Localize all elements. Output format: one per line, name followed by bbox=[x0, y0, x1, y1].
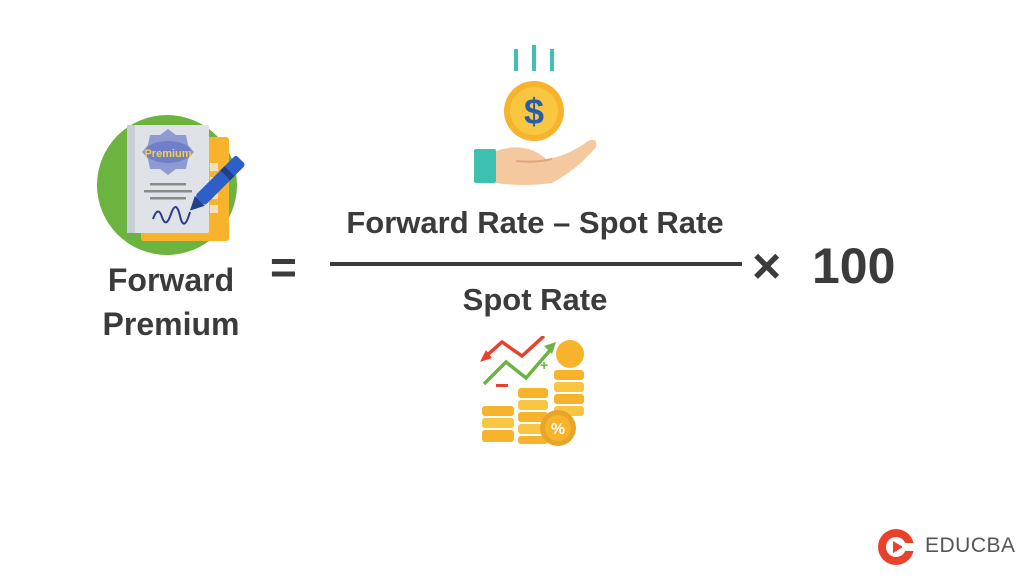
lhs-line2: Premium bbox=[102, 306, 240, 342]
numerator: Forward Rate – Spot Rate bbox=[346, 205, 724, 240]
coin-growth-icon: + % bbox=[480, 336, 584, 446]
premium-badge-text: Premium bbox=[144, 148, 191, 160]
hand-coin-icon: $ bbox=[474, 45, 597, 185]
fraction-bar bbox=[330, 262, 742, 266]
equals-sign: = bbox=[270, 241, 297, 293]
lhs-line1: Forward bbox=[107, 262, 235, 298]
educba-logo-icon bbox=[878, 529, 916, 565]
brand-name: EDUCBA bbox=[925, 534, 1016, 557]
coin-dollar-symbol: $ bbox=[524, 91, 544, 132]
forward-premium-label: Forward Premium bbox=[96, 258, 246, 346]
multiply-sign: × bbox=[752, 238, 782, 294]
percent-symbol: % bbox=[551, 421, 565, 438]
denominator: Spot Rate bbox=[462, 282, 608, 317]
premium-document-icon: Premium bbox=[97, 115, 245, 255]
multiplier-value: 100 bbox=[812, 238, 896, 294]
svg-text:+: + bbox=[540, 357, 548, 373]
